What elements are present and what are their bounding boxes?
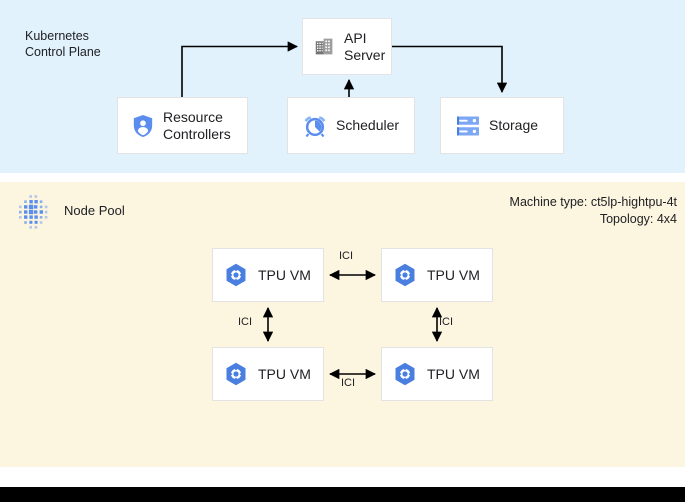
office-building-icon bbox=[314, 36, 335, 57]
node-pool-title: Node Pool bbox=[64, 203, 125, 218]
node-box-scheduler[interactable]: Scheduler bbox=[287, 97, 415, 154]
tpu-hexagon-icon bbox=[225, 263, 247, 287]
tpu-vm-label: TPU VM bbox=[258, 365, 311, 382]
node-pool-dots-icon bbox=[14, 193, 52, 231]
node-pool-panel bbox=[0, 182, 685, 467]
tpu-vm-box[interactable]: TPU VM bbox=[381, 248, 493, 302]
tpu-vm-label: TPU VM bbox=[427, 266, 480, 283]
tpu-vm-box[interactable]: TPU VM bbox=[381, 347, 493, 401]
node-label-resource-controllers: Resource Controllers bbox=[163, 108, 231, 142]
node-box-api-server[interactable]: API Server bbox=[302, 18, 392, 75]
ici-link-label: ICI bbox=[341, 377, 356, 389]
alarm-clock-icon bbox=[303, 114, 327, 138]
ici-link-label: ICI bbox=[238, 316, 253, 328]
tpu-vm-box[interactable]: TPU VM bbox=[212, 248, 324, 302]
tpu-vm-box[interactable]: TPU VM bbox=[212, 347, 324, 401]
control-plane-title: Kubernetes Control Plane bbox=[25, 29, 101, 59]
node-pool-machine-meta: Machine type: ct5lp-hightpu-4t Topology:… bbox=[509, 195, 677, 226]
node-label-storage: Storage bbox=[489, 117, 539, 133]
node-box-storage[interactable]: Storage bbox=[440, 97, 564, 154]
tpu-hexagon-icon bbox=[394, 362, 416, 386]
tpu-hexagon-icon bbox=[394, 263, 416, 287]
node-label-scheduler: Scheduler bbox=[336, 117, 400, 133]
bottom-bar bbox=[0, 487, 685, 502]
node-box-resource-controllers[interactable]: Resource Controllers bbox=[117, 97, 248, 154]
shield-person-icon bbox=[132, 114, 154, 138]
tpu-vm-label: TPU VM bbox=[258, 266, 311, 283]
ici-link-label: ICI bbox=[339, 250, 354, 262]
node-label-api-server: API Server bbox=[344, 29, 386, 63]
tpu-hexagon-icon bbox=[225, 362, 247, 386]
ici-link-label: ICI bbox=[439, 316, 454, 328]
server-rack-icon bbox=[456, 115, 480, 137]
tpu-vm-label: TPU VM bbox=[427, 365, 480, 382]
